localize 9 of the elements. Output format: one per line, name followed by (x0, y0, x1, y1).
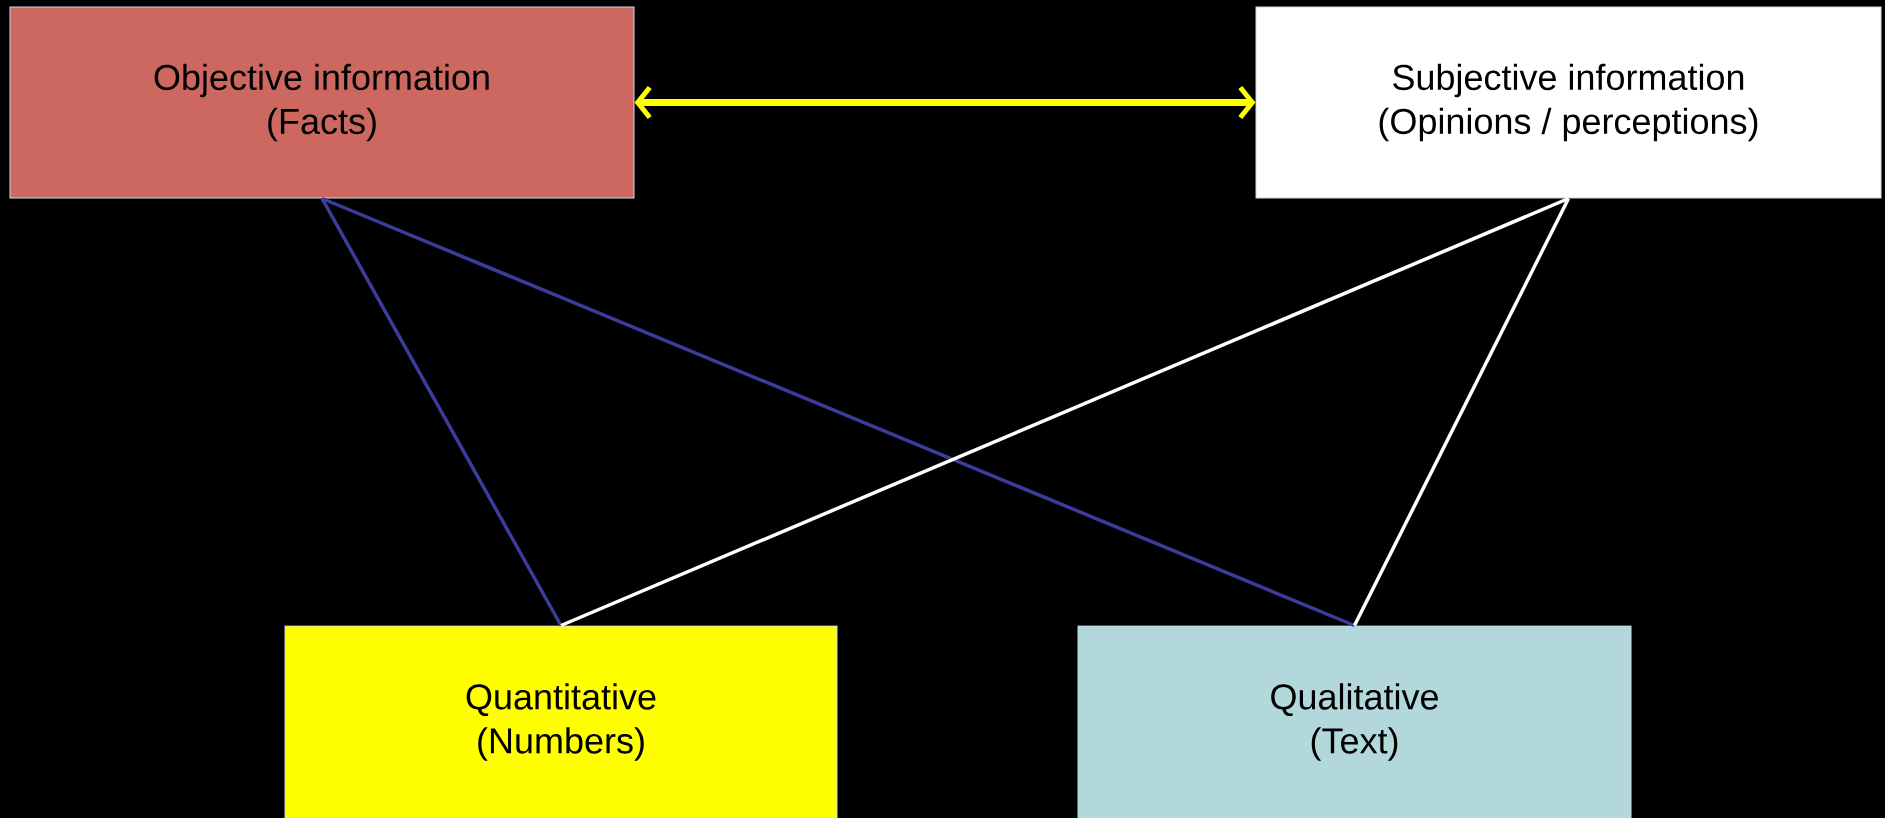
text-box: Quantitative (Numbers) (284, 625, 838, 818)
text-box: Qualitative (Text) (1077, 625, 1632, 818)
connector-line (560, 196, 1570, 628)
connector-line (1352, 197, 1571, 627)
text-box: Subjective information (Opinions / perceptions) (1255, 6, 1882, 199)
connector-line (321, 196, 1356, 628)
connector-line (634, 85, 1256, 120)
text-box: Objective information (Facts) (9, 6, 635, 199)
connector-line (320, 197, 563, 627)
